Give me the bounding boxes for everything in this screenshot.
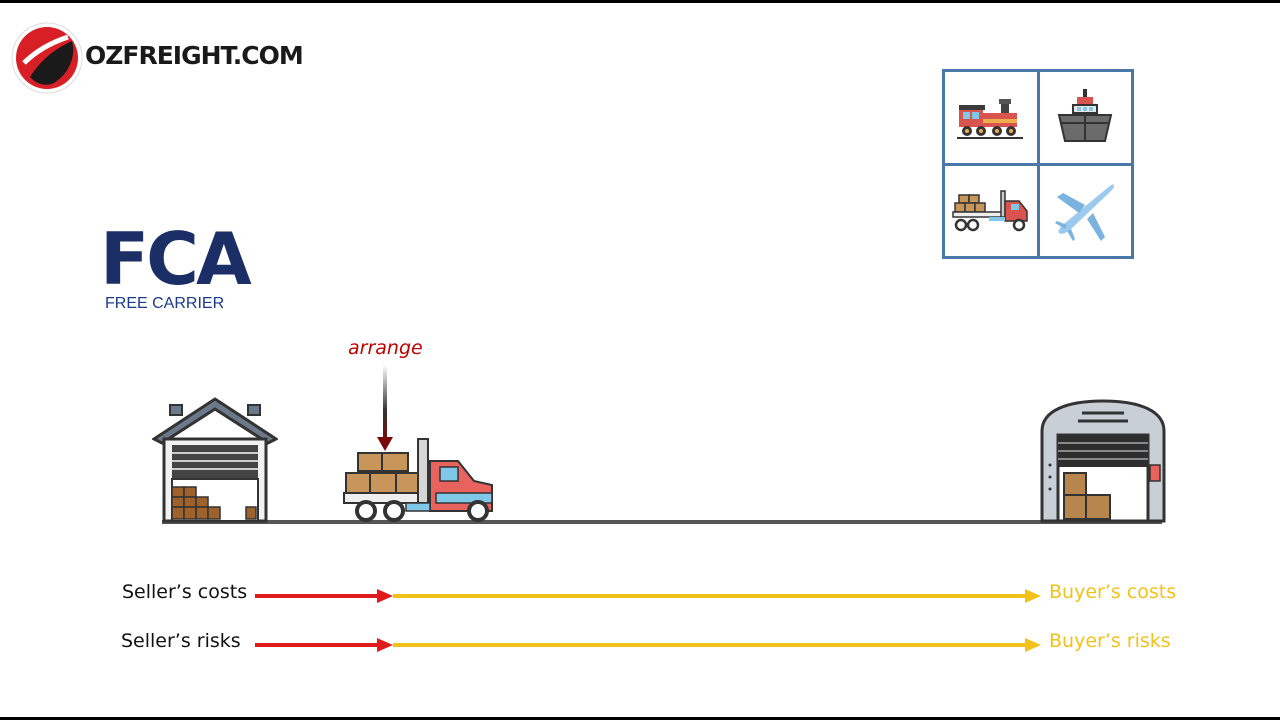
page-title: FCA [100, 217, 252, 301]
page-subtitle: FREE CARRIER [105, 295, 225, 312]
truck-icon [952, 190, 1028, 231]
train-cell [945, 72, 1037, 163]
buyer-costs-label: Buyer’s costs [1049, 581, 1177, 603]
seller-costs-label: Seller’s costs [122, 581, 248, 603]
buyer-risks-arrowhead [1025, 638, 1041, 652]
airplane-icon [1055, 184, 1115, 241]
ship-icon [1057, 89, 1113, 143]
buyer-risks-bar [393, 643, 1027, 647]
costs-arrow [255, 589, 1041, 603]
arrange-label: arrange [348, 337, 423, 359]
buyer-costs-arrowhead [1025, 589, 1041, 603]
slide: OZFREIGHT.COM FCA FREE CARRIER [0, 3, 1280, 717]
arrange-arrow [377, 365, 393, 451]
seller-risks-label: Seller’s risks [121, 630, 241, 652]
brand-name: OZFREIGHT.COM [85, 41, 304, 70]
seller-risks-bar [255, 643, 379, 647]
seller-costs-arrowhead [377, 589, 393, 603]
buyer-risks-label: Buyer’s risks [1049, 630, 1171, 652]
risks-arrow [255, 638, 1041, 652]
transport-modes-grid [942, 69, 1134, 259]
buyer-costs-bar [393, 594, 1027, 598]
ship-cell [1039, 72, 1131, 163]
ground-line [162, 520, 1162, 524]
train-icon [956, 99, 1023, 140]
truck-cell [945, 165, 1037, 256]
ozfreight-logo-icon [11, 22, 83, 94]
airplane-cell [1039, 165, 1131, 256]
seller-warehouse-icon [152, 397, 278, 523]
seller-risks-arrowhead [377, 638, 393, 652]
carrier-truck-icon [343, 438, 493, 522]
buyer-warehouse-icon [1040, 399, 1166, 523]
seller-costs-bar [255, 594, 379, 598]
